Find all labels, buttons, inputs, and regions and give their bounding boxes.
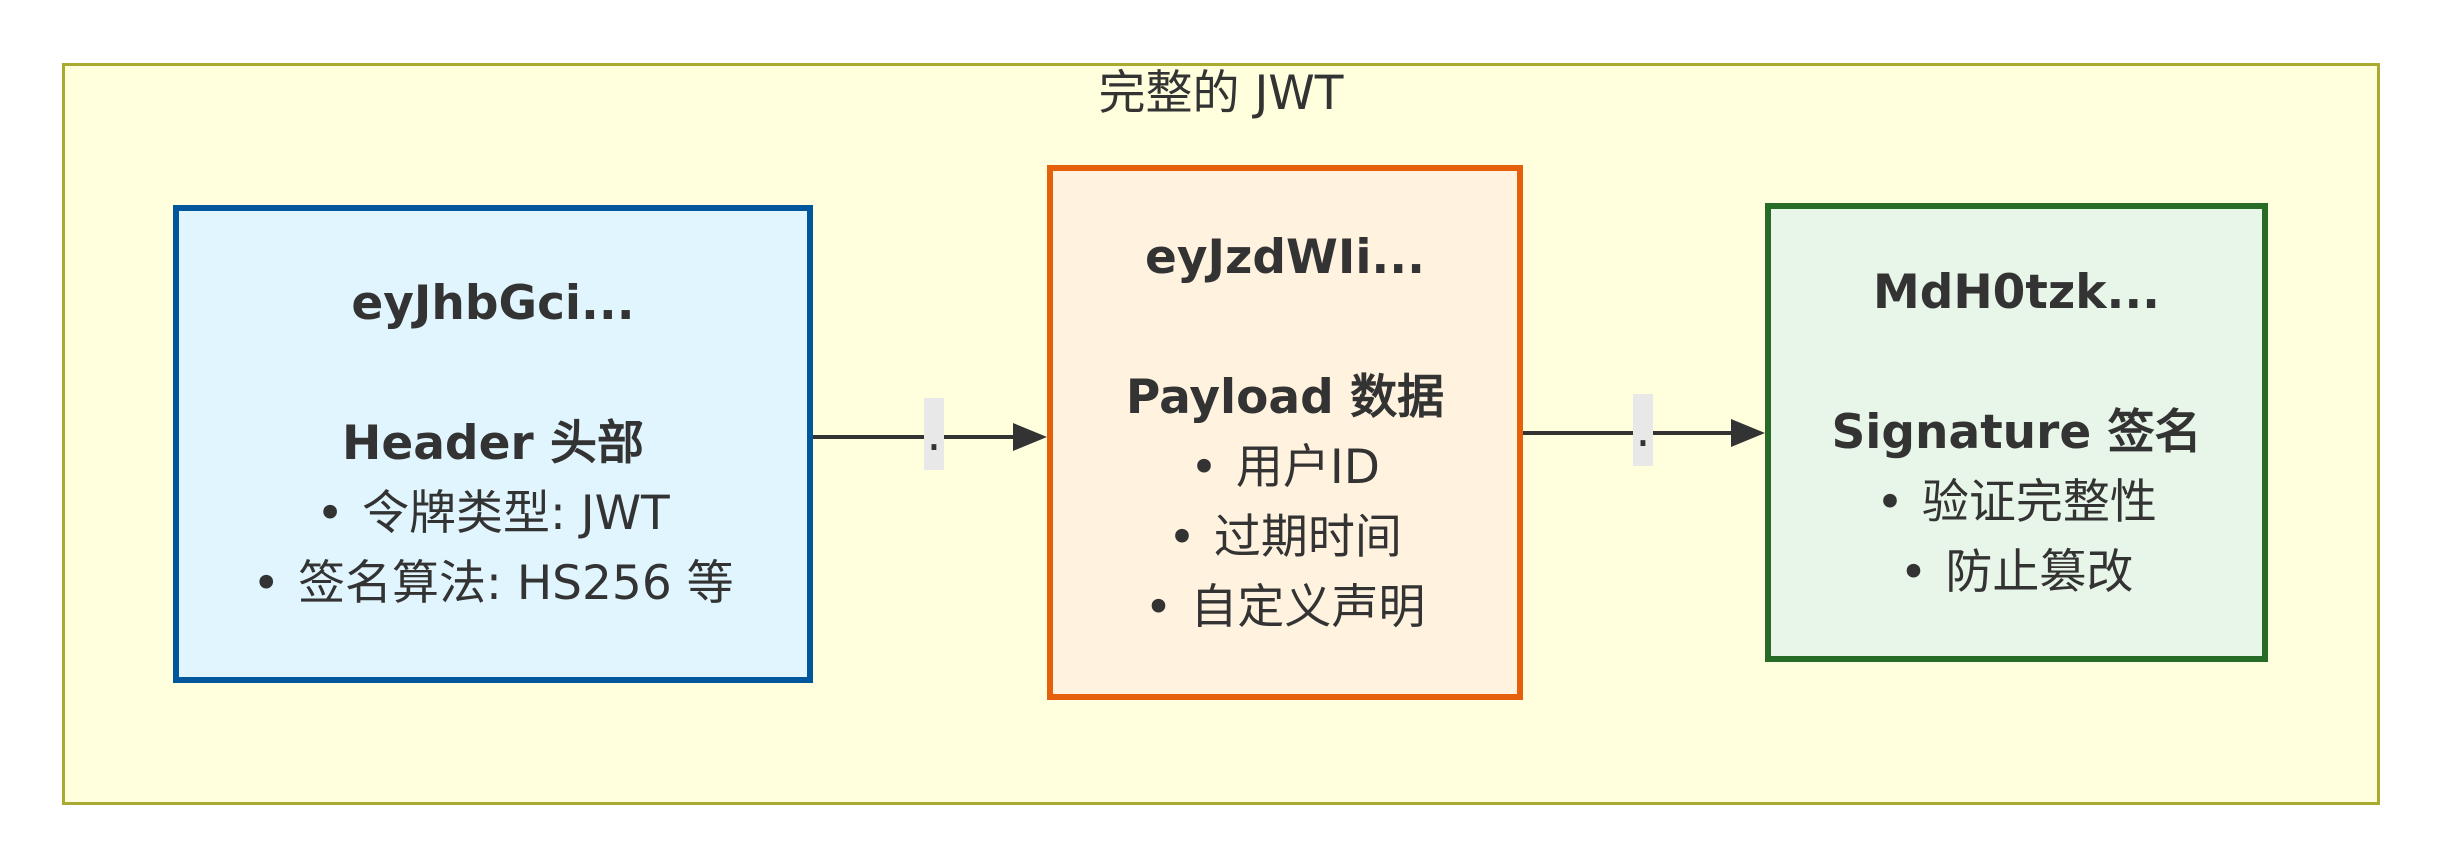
- cluster-title: 完整的 JWT: [1098, 66, 1344, 121]
- bullet-item: • 令牌类型: JWT: [316, 479, 670, 549]
- node-heading: Header 头部: [342, 416, 644, 471]
- bullet-text: 令牌类型: JWT: [361, 486, 670, 541]
- bullet-icon: •: [316, 486, 344, 541]
- bullet-icon: •: [1168, 509, 1196, 565]
- edge-label-dot-1: .: [924, 398, 944, 470]
- edge-label-text: .: [926, 406, 942, 462]
- bullet-icon: •: [1190, 439, 1218, 495]
- bullet-text: 过期时间: [1213, 509, 1402, 565]
- bullet-item: • 自定义声明: [1145, 573, 1426, 643]
- edge-label-text: .: [1635, 402, 1651, 458]
- bullet-text: 用户ID: [1235, 439, 1380, 495]
- bullet-text: 验证完整性: [1921, 474, 2157, 530]
- node-signature: MdH0tzk... Signature 签名 • 验证完整性 • 防止篡改: [1765, 203, 2268, 662]
- node-payload: eyJzdWIi... Payload 数据 • 用户ID • 过期时间 • 自定义声…: [1047, 165, 1523, 700]
- bullet-icon: •: [1876, 474, 1904, 530]
- node-header: eyJhbGci... Header 头部 • 令牌类型: JWT • 签名算法: …: [173, 205, 813, 683]
- bullet-icon: •: [1899, 544, 1928, 600]
- node-heading: Payload 数据: [1125, 369, 1445, 425]
- node-heading: Signature 签名: [1831, 404, 2202, 460]
- bullet-icon: •: [252, 556, 281, 611]
- bullet-item: • 防止篡改: [1900, 538, 2134, 608]
- bullet-item: • 过期时间: [1168, 503, 1402, 573]
- bullet-item: • 用户ID: [1190, 433, 1380, 503]
- bullet-text: 自定义声明: [1190, 579, 1426, 635]
- bullet-item: • 验证完整性: [1876, 468, 2157, 538]
- edge-label-dot-2: .: [1633, 394, 1653, 466]
- node-title: MdH0tzk...: [1872, 264, 2161, 320]
- bullet-item: • 签名算法: HS256 等: [252, 549, 733, 619]
- node-title: eyJhbGci...: [351, 276, 635, 331]
- bullet-text: 防止篡改: [1945, 544, 2134, 600]
- bullet-icon: •: [1144, 579, 1173, 635]
- node-title: eyJzdWIi...: [1144, 229, 1425, 285]
- bullet-text: 签名算法: HS256 等: [298, 556, 734, 611]
